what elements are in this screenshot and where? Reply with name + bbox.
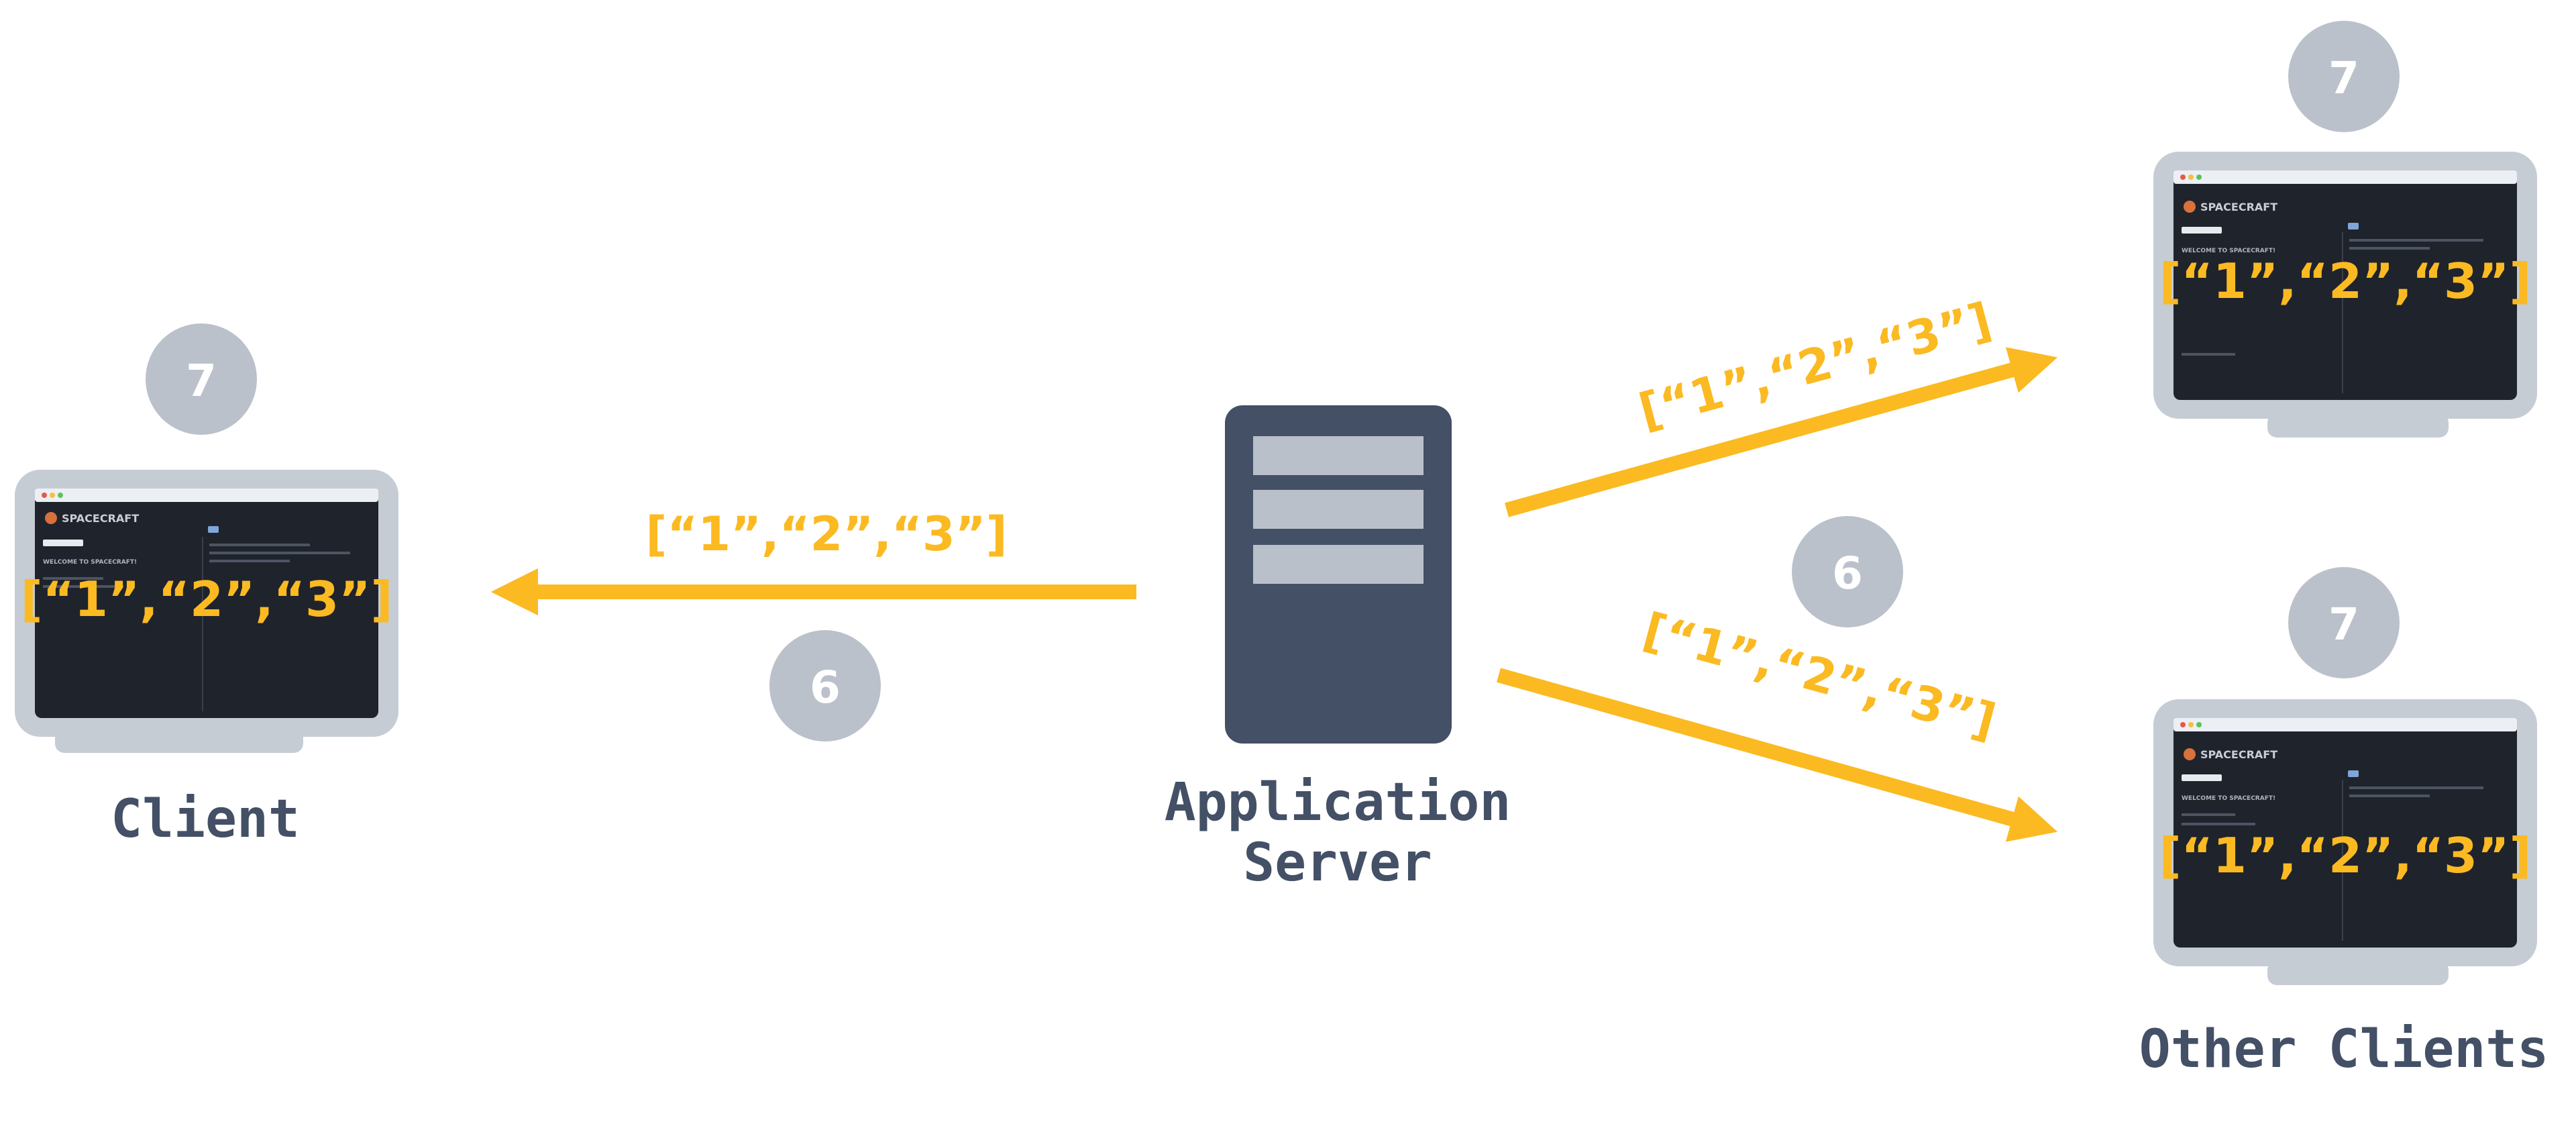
bottom-client-step-number: 7 [2328, 599, 2359, 650]
bottom-client-laptop-icon: SPACECRAFT WELCOME TO SPACECRAFT! [“1”,“… [2153, 699, 2537, 985]
top-client-step-badge [2288, 21, 2400, 132]
top-client-app-name: SPACECRAFT [2200, 201, 2277, 213]
client-screen-payload: [“1”,“2”,“3”] [21, 571, 393, 627]
to-client-payload: [“1”,“2”,“3”] [645, 507, 1007, 562]
server-icon [1225, 405, 1452, 744]
top-client-laptop-icon: SPACECRAFT WELCOME TO SPACECRAFT! [“1”,“… [2153, 152, 2537, 438]
application-server-node: Application Server [1165, 405, 1511, 893]
other-clients-node: 7 SPACECRAFT WELCOME TO SPACECRAFT! [“1”… [2139, 21, 2548, 1080]
to-client-step-badge [769, 630, 881, 742]
bottom-client-step-badge [2288, 567, 2400, 678]
top-client-welcome-text: WELCOME TO SPACECRAFT! [2182, 248, 2275, 254]
message-to-client: [“1”,“2”,“3”] 6 [490, 507, 1136, 742]
messages-to-other-clients: [“1”,“2”,“3”] [“1”,“2”,“3”] 6 [1497, 292, 2058, 842]
client-step-badge [146, 323, 257, 435]
client-node: 7 SPACECRAFT WELCOME TO SPACECRAFT! [“1”… [15, 323, 398, 850]
to-others-step-number: 6 [1832, 548, 1863, 599]
client-label: Client [111, 789, 300, 850]
to-others-step-badge [1792, 516, 1903, 627]
server-label-line2: Server [1243, 833, 1432, 893]
client-step-number: 7 [186, 355, 217, 407]
client-laptop-icon: SPACECRAFT WELCOME TO SPACECRAFT! [“1”,“… [15, 470, 398, 753]
top-client-step-number: 7 [2328, 52, 2359, 104]
arrow-right-down-icon [1497, 668, 2058, 842]
to-client-step-number: 6 [810, 662, 841, 713]
bottom-client-screen-payload: [“1”,“2”,“3”] [2159, 827, 2532, 884]
bottom-client-welcome-text: WELCOME TO SPACECRAFT! [2182, 795, 2275, 802]
bottom-client-app-name: SPACECRAFT [2200, 748, 2277, 761]
client-welcome-text: WELCOME TO SPACECRAFT! [43, 559, 137, 566]
arrow-right-up-icon [1505, 347, 2058, 517]
client-app-name: SPACECRAFT [62, 512, 139, 525]
top-client-screen-payload: [“1”,“2”,“3”] [2159, 253, 2532, 309]
other-clients-label: Other Clients [2139, 1019, 2548, 1080]
server-label-line1: Application [1165, 772, 1511, 833]
